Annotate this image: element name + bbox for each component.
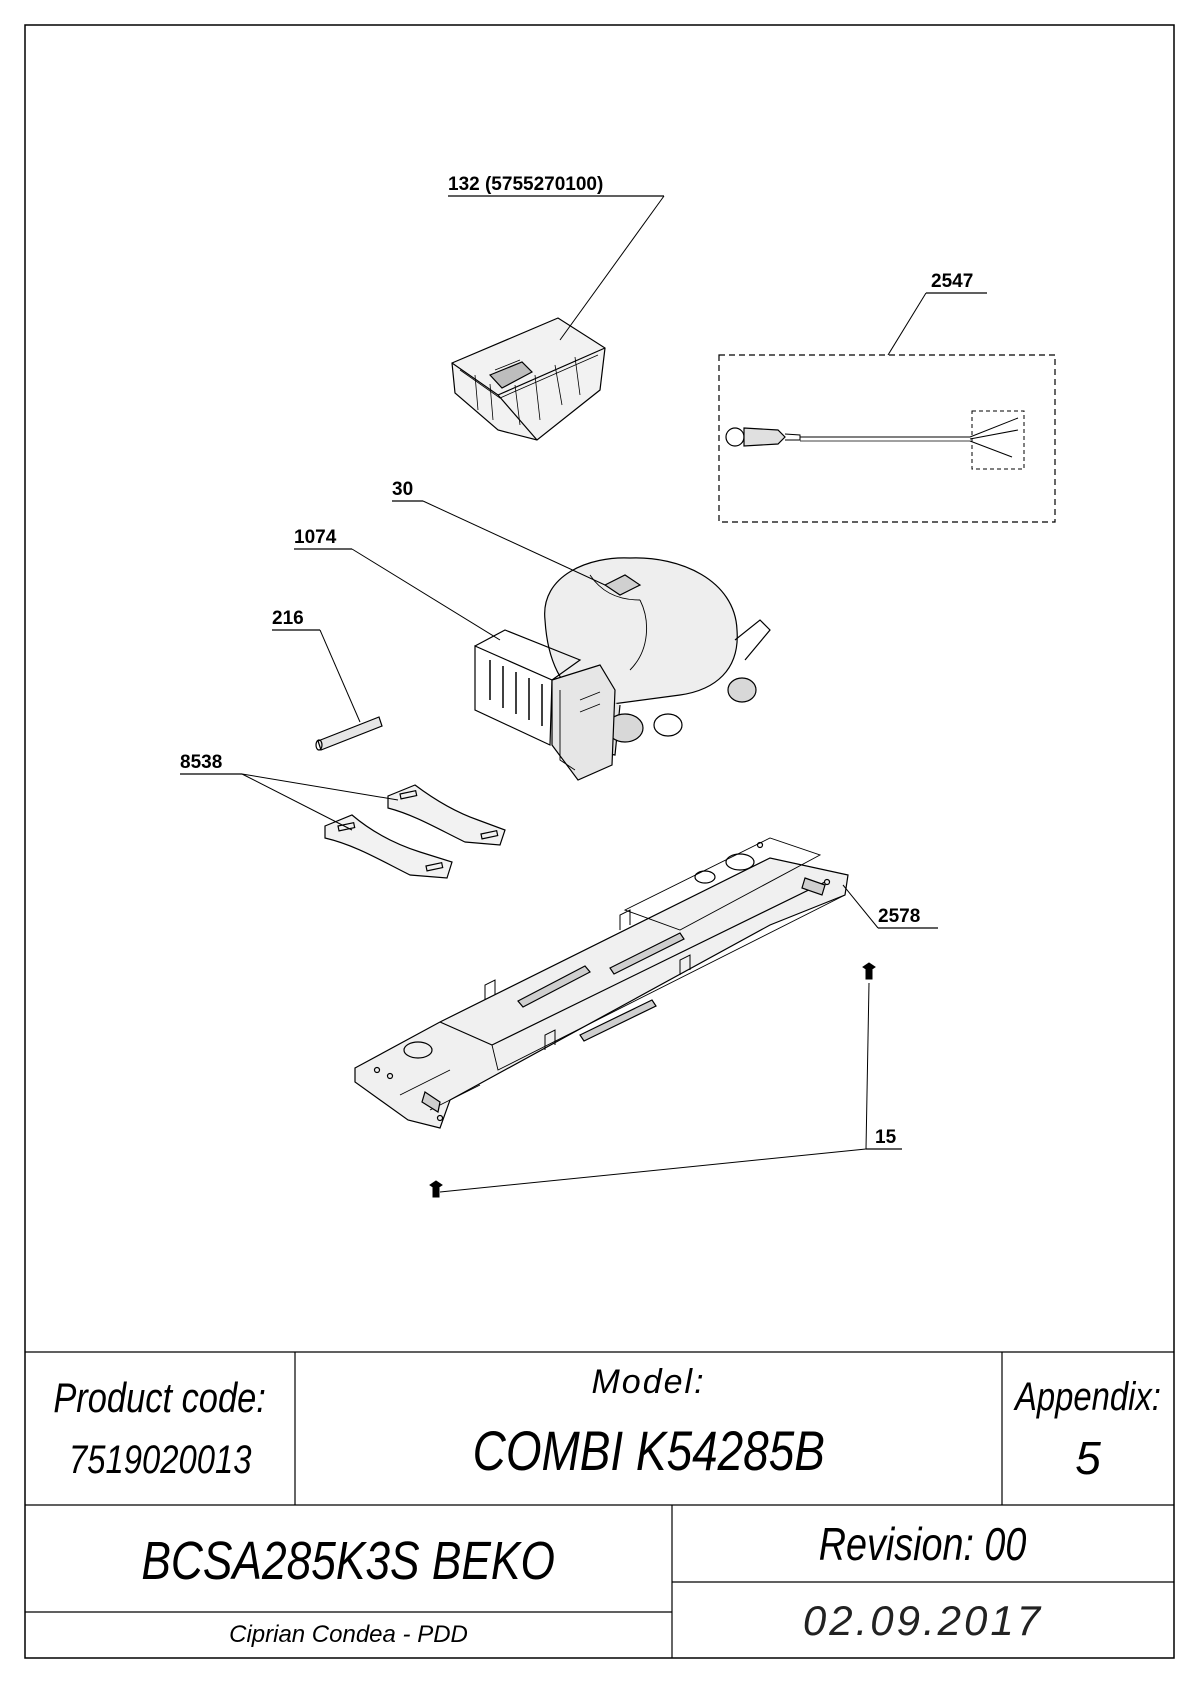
callout-2547: 2547 — [931, 271, 973, 292]
part-tube-drawing — [315, 716, 383, 751]
author: Ciprian Condea - PDD — [229, 1621, 468, 1648]
part-pads-drawing — [324, 784, 506, 879]
callout-1074: 1074 — [294, 527, 337, 548]
product-code-label: Product code: — [53, 1374, 267, 1421]
date: 02.09.2017 — [802, 1597, 1044, 1644]
product-name: BCSA285K3S BEKO — [141, 1530, 556, 1591]
callout-15: 15 — [875, 1127, 897, 1148]
model-value: COMBI K54285B — [472, 1418, 825, 1482]
part-screws-drawing — [429, 962, 876, 1198]
part-relay-box-drawing — [474, 629, 616, 781]
callout-2578: 2578 — [878, 906, 920, 927]
appendix-label: Appendix: — [1015, 1375, 1161, 1419]
product-code-value: 7519020013 — [68, 1437, 252, 1482]
callout-30: 30 — [392, 479, 413, 500]
callout-8538: 8538 — [180, 752, 222, 773]
model-label: Model: — [591, 1362, 706, 1401]
part-base-plate-drawing — [354, 837, 849, 1129]
part-power-cord-drawing — [718, 354, 1056, 523]
part-tray-drawing — [451, 317, 606, 441]
callout-132: 132 (5755270100) — [448, 174, 603, 195]
drawing-border — [24, 24, 1175, 1659]
callout-216: 216 — [272, 608, 304, 629]
appendix-value: 5 — [1075, 1432, 1101, 1484]
revision: Revision: 00 — [819, 1518, 1027, 1570]
title-block-grid — [25, 1351, 1174, 1658]
